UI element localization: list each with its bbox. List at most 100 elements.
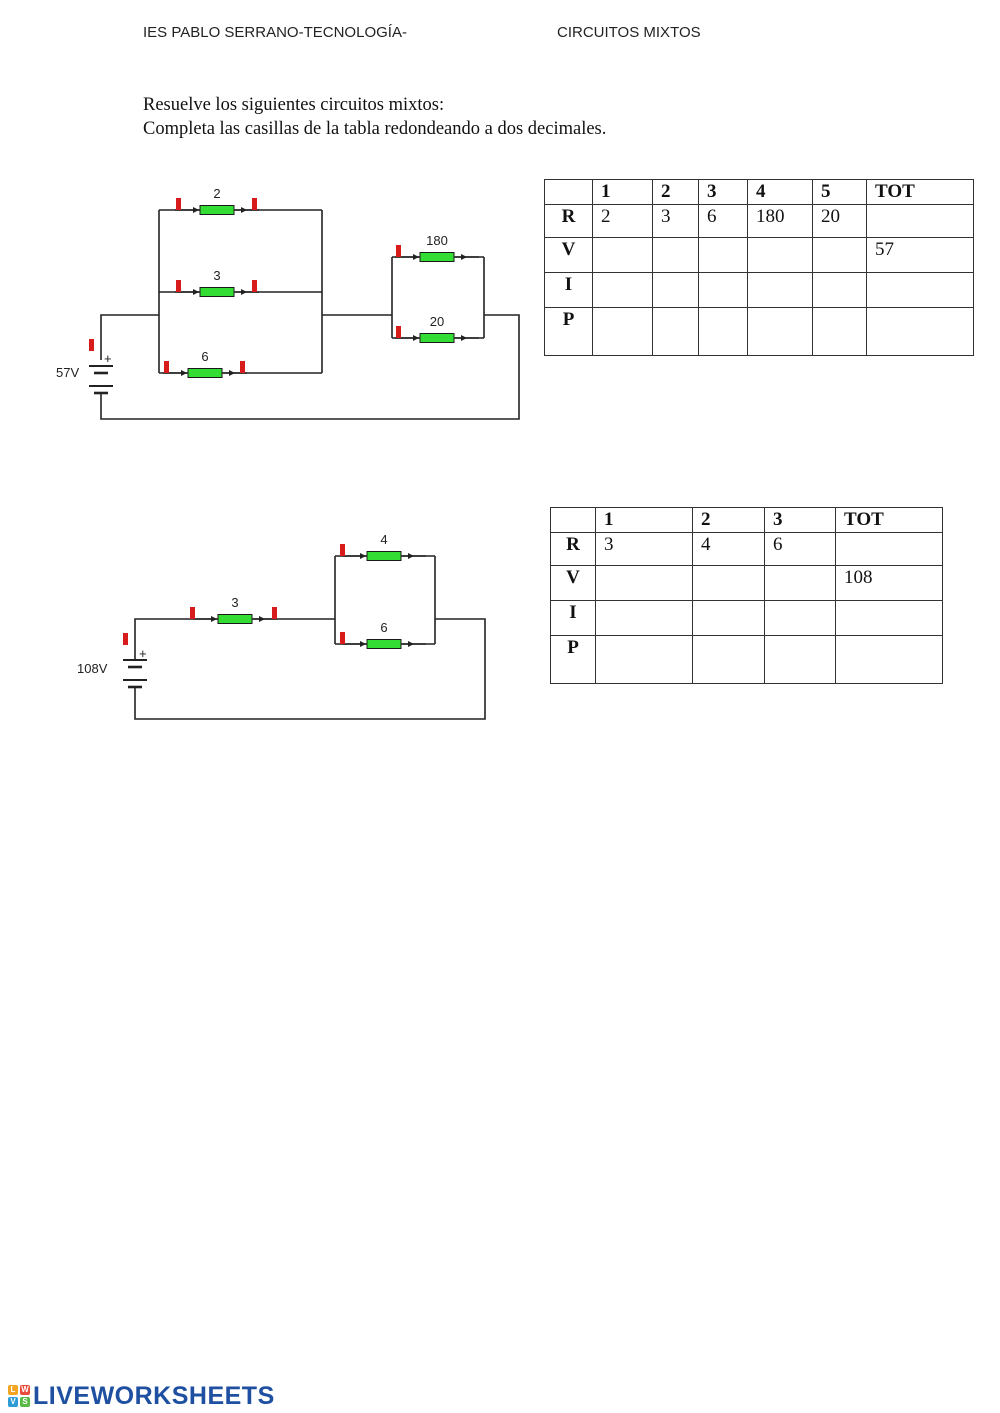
resistor-icon: 2: [175, 186, 259, 215]
terminal-marker: [272, 607, 277, 619]
table-cell[interactable]: [592, 237, 653, 273]
resistor-icon: 4: [342, 532, 426, 561]
terminal-marker: [340, 544, 345, 556]
table-cell[interactable]: [866, 204, 974, 238]
table-cell[interactable]: 20: [812, 204, 867, 238]
row-label: V: [550, 565, 596, 601]
table-cell[interactable]: 108: [835, 565, 943, 601]
table-cell[interactable]: [652, 272, 699, 308]
terminal-marker: [176, 280, 181, 292]
header-school: IES PABLO SERRANO-TECNOLOGÍA-: [143, 24, 407, 41]
table-cell[interactable]: 3: [595, 532, 693, 566]
column-header: 3: [764, 507, 836, 533]
terminal-marker: [252, 198, 257, 210]
terminal-markers: [89, 198, 401, 645]
battery-label: 108V: [77, 661, 108, 676]
table-cell[interactable]: [747, 307, 813, 356]
table-cell[interactable]: [595, 565, 693, 601]
circuit-1: [89, 209, 520, 420]
table-cell[interactable]: [652, 307, 699, 356]
logo-text: LIVEWORKSHEETS: [33, 1381, 275, 1410]
table-cell[interactable]: [592, 307, 653, 356]
table-cell[interactable]: [698, 307, 748, 356]
terminal-marker: [396, 245, 401, 257]
table-row: V 57: [544, 237, 974, 273]
table-cell[interactable]: [764, 565, 836, 601]
table-cell[interactable]: [812, 307, 867, 356]
column-header: TOT: [835, 507, 943, 533]
resistor-icon: 3: [175, 268, 259, 297]
resistor-label: 3: [231, 595, 238, 610]
table-cell[interactable]: [692, 565, 765, 601]
column-header: 1: [595, 507, 693, 533]
instructions: Resuelve los siguientes circuitos mixtos…: [143, 93, 606, 141]
table-row: V 108: [550, 565, 943, 601]
table-cell[interactable]: [764, 600, 836, 636]
row-label: V: [544, 237, 593, 273]
battery-icon: [123, 638, 147, 693]
circuit-2: [123, 555, 486, 720]
resistor-icon: 6: [342, 620, 426, 649]
table-cell[interactable]: [692, 600, 765, 636]
wire: [134, 555, 486, 720]
terminal-marker: [396, 326, 401, 338]
table-row: P: [550, 635, 943, 684]
table-cell[interactable]: [812, 272, 867, 308]
table-cell[interactable]: 4: [692, 532, 765, 566]
circuit-2-resistors: 3 4 6: [193, 532, 426, 649]
table-cell[interactable]: [692, 635, 765, 684]
column-header: 1: [592, 179, 653, 205]
terminal-marker: [252, 280, 257, 292]
table-cell[interactable]: [866, 272, 974, 308]
table-cell[interactable]: [652, 237, 699, 273]
terminal-marker: [190, 607, 195, 619]
resistor-label: 6: [380, 620, 387, 635]
table-row: I: [544, 272, 974, 308]
table-cell[interactable]: 6: [698, 204, 748, 238]
battery-label: 57V: [56, 365, 79, 380]
table-cell[interactable]: 3: [652, 204, 699, 238]
table-cell[interactable]: [595, 600, 693, 636]
table-cell[interactable]: [747, 237, 813, 273]
table-cell[interactable]: [835, 635, 943, 684]
terminal-marker: [176, 198, 181, 210]
table-cell[interactable]: [592, 272, 653, 308]
row-label: R: [544, 204, 593, 238]
table-cell[interactable]: [698, 272, 748, 308]
table-cell[interactable]: [747, 272, 813, 308]
table-cell[interactable]: [835, 600, 943, 636]
table-cell[interactable]: 180: [747, 204, 813, 238]
resistor-label: 3: [213, 268, 220, 283]
resistor-label: 6: [201, 349, 208, 364]
resistor-icon: 6: [163, 349, 247, 378]
table-cell[interactable]: 2: [592, 204, 653, 238]
column-header: 2: [652, 179, 699, 205]
battery-plus: +: [104, 351, 112, 366]
row-label: P: [550, 635, 596, 684]
column-header: TOT: [866, 179, 974, 205]
table-cell[interactable]: 57: [866, 237, 974, 273]
resistor-label: 4: [380, 532, 387, 547]
table-cell[interactable]: [812, 237, 867, 273]
table-cell[interactable]: [866, 307, 974, 356]
column-header: 5: [812, 179, 867, 205]
table-cell[interactable]: [764, 635, 836, 684]
battery-plus: +: [139, 646, 147, 661]
header-title: CIRCUITOS MIXTOS: [557, 24, 701, 41]
resistor-icon: 3: [193, 595, 277, 624]
row-label: I: [550, 600, 596, 636]
wire: [100, 314, 520, 420]
resistor-icon: 20: [395, 314, 479, 343]
table-cell[interactable]: [835, 532, 943, 566]
table-cell[interactable]: [698, 237, 748, 273]
column-header: 3: [698, 179, 748, 205]
table-cell[interactable]: 6: [764, 532, 836, 566]
logo-tile: S: [20, 1397, 30, 1407]
table-cell[interactable]: [595, 635, 693, 684]
